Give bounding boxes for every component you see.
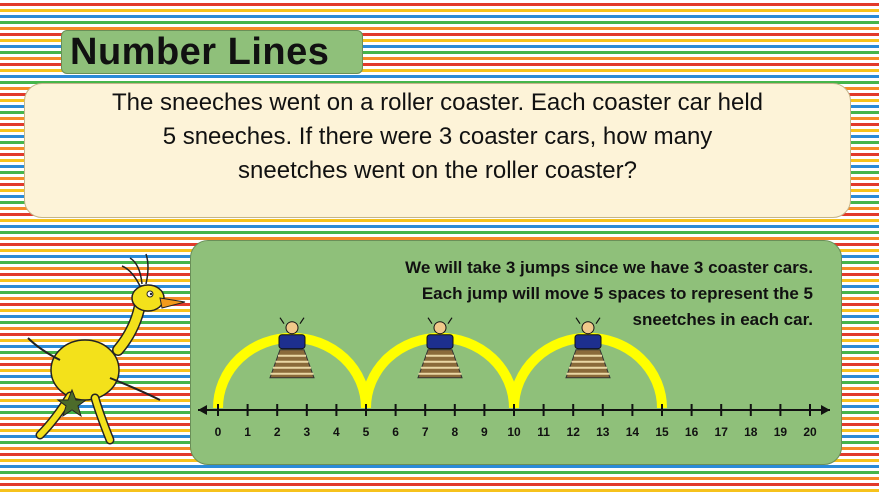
axis-arrow-right xyxy=(821,405,830,415)
explanation-text: We will take 3 jumps since we have 3 coa… xyxy=(280,255,813,333)
coaster-car-icon xyxy=(417,317,463,379)
tick-label: 20 xyxy=(803,425,817,439)
question-line-2: 5 sneeches. If there were 3 coaster cars… xyxy=(162,123,713,150)
tick-label: 6 xyxy=(392,425,399,439)
tick-label: 9 xyxy=(481,425,488,439)
tick-label: 4 xyxy=(333,425,340,439)
character-beak xyxy=(159,297,186,309)
tick-label: 15 xyxy=(655,425,669,439)
tick-label: 5 xyxy=(363,425,370,439)
tick-label: 13 xyxy=(596,425,610,439)
tick-label: 12 xyxy=(567,425,581,439)
tick-label: 2 xyxy=(274,425,281,439)
tick-label: 0 xyxy=(215,425,222,439)
coaster-car-icon xyxy=(269,317,315,379)
explanation-line-2: Each jump will move 5 spaces to represen… xyxy=(421,284,813,303)
tick-label: 10 xyxy=(507,425,521,439)
page-title: Number Lines xyxy=(70,31,330,73)
tick-label: 16 xyxy=(685,425,699,439)
question-box xyxy=(24,83,851,218)
tick-label: 11 xyxy=(537,425,550,439)
tick-label: 7 xyxy=(422,425,429,439)
character-head xyxy=(131,284,165,312)
question-line-1: The sneeches went on a roller coaster. E… xyxy=(111,89,764,116)
explanation-line-3: sneetches in each car. xyxy=(632,310,814,329)
tick-label: 1 xyxy=(244,425,251,439)
star-belly-icon xyxy=(56,388,88,418)
question-text: The sneeches went on a roller coaster. E… xyxy=(30,86,845,188)
tick-label: 14 xyxy=(626,425,640,439)
axis-arrow-left xyxy=(198,405,207,415)
tick-label: 8 xyxy=(451,425,458,439)
tick-label: 17 xyxy=(715,425,729,439)
coaster-cars xyxy=(269,317,611,379)
character-body xyxy=(50,339,120,401)
question-line-3: sneetches went on the roller coaster? xyxy=(238,157,637,184)
explanation-line-1: We will take 3 jumps since we have 3 coa… xyxy=(405,258,813,277)
tick-label: 19 xyxy=(774,425,788,439)
sneetch-character-illustration xyxy=(27,253,186,445)
tick-label: 18 xyxy=(744,425,758,439)
tick-label: 3 xyxy=(303,425,310,439)
coaster-car-icon xyxy=(565,317,611,379)
title-box xyxy=(61,30,363,74)
